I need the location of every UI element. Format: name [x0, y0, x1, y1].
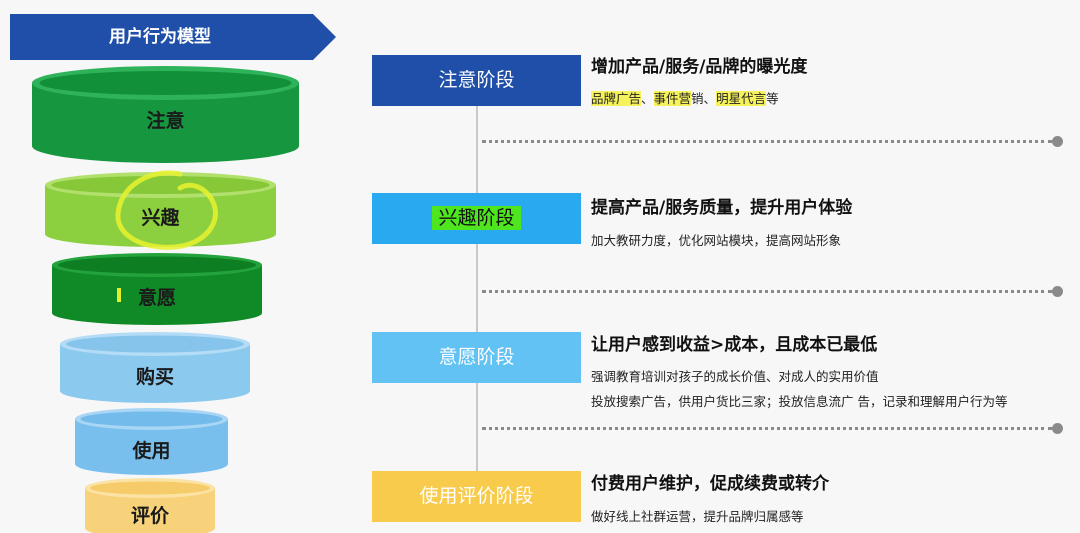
stage-box-evaluate: 使用评价阶段 [372, 471, 581, 522]
funnel-layer-desire: 意愿 [52, 253, 262, 327]
stage-detail-evaluate: 做好线上社群运营，提升品牌归属感等 [591, 509, 804, 524]
stage-detail-desire-line-2: 投放搜索广告，供用户货比三家；投放信息流广 告，记录和理解用户行为等 [591, 394, 1008, 409]
separator-end-dot-2 [1052, 286, 1063, 297]
highlighter-tick-mark [117, 288, 121, 302]
funnel-label-purchase: 购买 [135, 366, 174, 388]
dotted-separator-3 [482, 427, 1052, 430]
model-title: 用户行为模型 [109, 27, 211, 47]
funnel-layer-use: 使用 [75, 408, 228, 476]
funnel-layer-evaluate: 评价 [85, 478, 215, 533]
funnel-label-evaluate: 评价 [130, 505, 169, 527]
stage-heading-evaluate: 付费用户维护，促成续费或转介 [591, 474, 829, 494]
stage-box-desire: 意愿阶段 [372, 332, 581, 383]
funnel-layer-attention: 注意 [32, 66, 299, 166]
dotted-separator-2 [482, 290, 1052, 293]
stage-detail-attention: 品牌广告、事件营销、明星代言等 [591, 91, 779, 106]
highlighter-circle-mark [115, 170, 218, 250]
stage-detail-desire-line-1: 强调教育培训对孩子的成长价值、对成人的实用价值 [591, 369, 879, 384]
banner-arrow-shape [10, 14, 336, 60]
stage-heading-interest: 提高产品/服务质量，提升用户体验 [591, 198, 853, 218]
funnel-label-attention: 注意 [146, 110, 185, 132]
separator-end-dot-1 [1052, 136, 1063, 147]
stage-heading-desire: 让用户感到收益>成本，且成本已最低 [591, 335, 878, 355]
separator-end-dot-3 [1052, 423, 1063, 434]
stage-box-interest: 兴趣阶段 [372, 193, 581, 244]
funnel-label-desire: 意愿 [137, 287, 176, 309]
stage-box-attention: 注意阶段 [372, 55, 581, 106]
stage-label-interest: 兴趣阶段 [432, 206, 521, 230]
stage-heading-attention: 增加产品/服务/品牌的曝光度 [591, 57, 808, 77]
timeline-vertical-line [476, 105, 478, 475]
funnel-label-use: 使用 [132, 440, 171, 462]
funnel-label-interest: 兴趣 [141, 207, 180, 229]
funnel-layer-interest: 兴趣 [45, 172, 276, 248]
dotted-separator-1 [482, 140, 1052, 143]
title-banner: 用户行为模型 [10, 14, 336, 60]
funnel-layer-purchase: 购买 [60, 332, 250, 404]
stage-detail-interest: 加大教研力度，优化网站模块，提高网站形象 [591, 233, 842, 248]
